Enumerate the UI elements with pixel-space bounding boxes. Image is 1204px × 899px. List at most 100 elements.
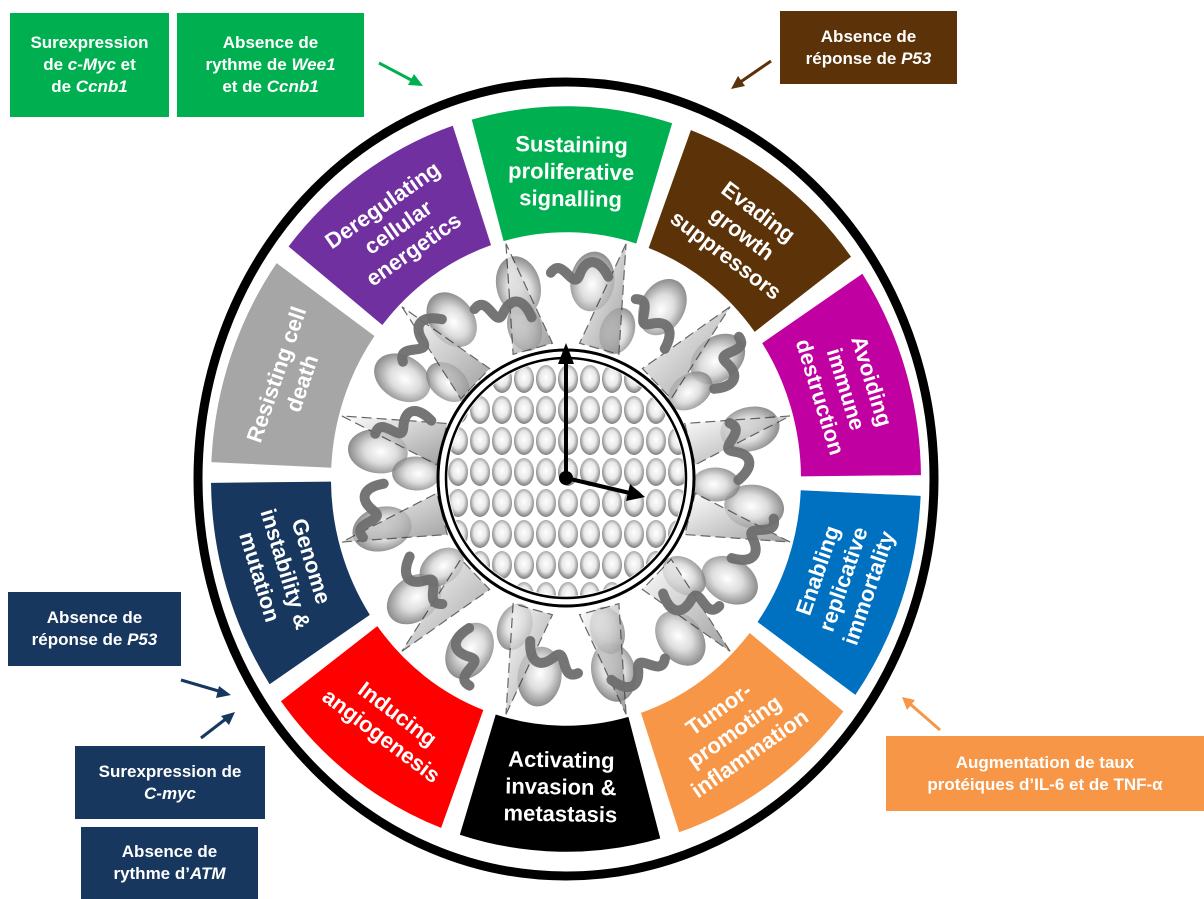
clock-hour-hand <box>565 476 635 496</box>
shard <box>578 243 627 356</box>
clock-cell <box>580 396 600 424</box>
annotation-line: protéiques d’IL-6 et de TNF-α <box>927 774 1163 794</box>
cell-oval <box>701 555 758 605</box>
clock-cell <box>624 396 644 424</box>
clock-cell <box>492 489 512 517</box>
clock-cell <box>492 396 512 424</box>
clock-cell <box>492 427 512 455</box>
annotation-line: Surexpression <box>30 33 149 52</box>
center-art <box>341 243 791 715</box>
clock-cell <box>624 427 644 455</box>
clock-cell <box>580 551 600 579</box>
clock-cell <box>602 551 622 579</box>
hallmark-segment <box>280 626 484 828</box>
arrow-navy-1 <box>180 678 231 698</box>
clock-cell <box>536 551 556 579</box>
hallmark-segment <box>211 263 375 468</box>
clock-cell <box>514 365 534 393</box>
worm-strand <box>709 331 747 394</box>
annotation-line: Surexpression de <box>98 761 242 781</box>
clock-cell <box>492 458 512 486</box>
clock-cell <box>492 551 512 579</box>
clock-cell <box>646 427 666 455</box>
clock-cell <box>646 520 666 548</box>
clock-cell <box>602 489 622 517</box>
annotation-line: et de Ccnb1 <box>222 77 319 96</box>
worm-strand <box>450 623 480 691</box>
worm-strand <box>723 418 755 485</box>
hallmark-segment <box>471 106 673 244</box>
hallmark-label-line: Activating <box>508 746 615 773</box>
clock-cell <box>536 396 556 424</box>
hallmark-label-line: metastasis <box>503 800 617 827</box>
clock-cell <box>514 427 534 455</box>
clock-cell <box>602 520 622 548</box>
annotation-line: de Ccnb1 <box>51 77 128 96</box>
annotation-navy-1: Absence de réponse de P53 <box>8 592 181 666</box>
annotation-line: rythme d’ATM <box>113 864 226 883</box>
clock-cell <box>580 458 600 486</box>
annotation-line: Augmentation de taux <box>955 752 1135 772</box>
clock-cell <box>602 427 622 455</box>
worm-strand <box>401 551 448 610</box>
clock-cell <box>580 582 600 596</box>
shard <box>505 243 554 356</box>
clock <box>436 343 696 608</box>
annotation-line: C-myc <box>144 783 196 803</box>
clock-cell <box>536 458 556 486</box>
annotation-navy-3: Absence de rythme d’ATM <box>81 827 258 899</box>
clock-cell <box>558 551 578 579</box>
clock-cell <box>514 520 534 548</box>
clock-cell <box>514 551 534 579</box>
cell-oval <box>374 353 431 403</box>
clock-cell <box>492 520 512 548</box>
worm-strand <box>658 588 725 616</box>
cell-oval <box>392 456 441 491</box>
worm-strand <box>370 406 437 439</box>
clock-cell <box>470 489 490 517</box>
annotation-line: Absence de <box>121 842 218 861</box>
arrow-orange <box>902 697 941 732</box>
hallmark-segment <box>762 273 921 477</box>
hallmark-label-line: invasion & <box>505 773 617 800</box>
clock-cell <box>470 396 490 424</box>
clock-cell <box>624 520 644 548</box>
clock-cell <box>668 458 684 486</box>
clock-cell <box>470 458 490 486</box>
clock-cell <box>580 520 600 548</box>
worm-strand <box>525 635 584 680</box>
worm-strand <box>469 296 537 323</box>
worm-strand <box>630 294 675 354</box>
annotation-orange-1: Augmentation de taux protéiques d’IL-6 e… <box>886 736 1204 811</box>
clock-cell <box>514 489 534 517</box>
annotation-line: rythme de Wee1 <box>205 55 336 74</box>
hallmark-segment <box>211 481 370 685</box>
clock-cell <box>580 365 600 393</box>
arrows <box>180 59 941 740</box>
annotation-line: Absence de <box>820 26 917 46</box>
shard <box>641 306 731 400</box>
worm-strand <box>545 257 614 285</box>
hallmark-segment <box>757 490 921 695</box>
hallmark-segment <box>640 632 844 833</box>
clock-cell <box>558 489 578 517</box>
cell-oval <box>691 467 740 502</box>
annotation-line: Absence de <box>222 33 319 52</box>
clock-cell <box>536 365 556 393</box>
hallmark-segment <box>459 714 661 852</box>
annotation-green-2: Absence de rythme de Wee1 et de Ccnb1 <box>177 13 364 117</box>
hallmark-segment <box>648 130 852 332</box>
clock-cell <box>470 427 490 455</box>
annotation-navy-2: Surexpression de C-myc <box>75 746 265 819</box>
annotation-line: réponse de P53 <box>31 630 158 649</box>
arrow-brown <box>731 59 772 89</box>
clock-cell <box>602 365 622 393</box>
clock-cell <box>558 520 578 548</box>
clock-cell <box>448 489 468 517</box>
clock-cell <box>602 396 622 424</box>
clock-cell <box>514 458 534 486</box>
